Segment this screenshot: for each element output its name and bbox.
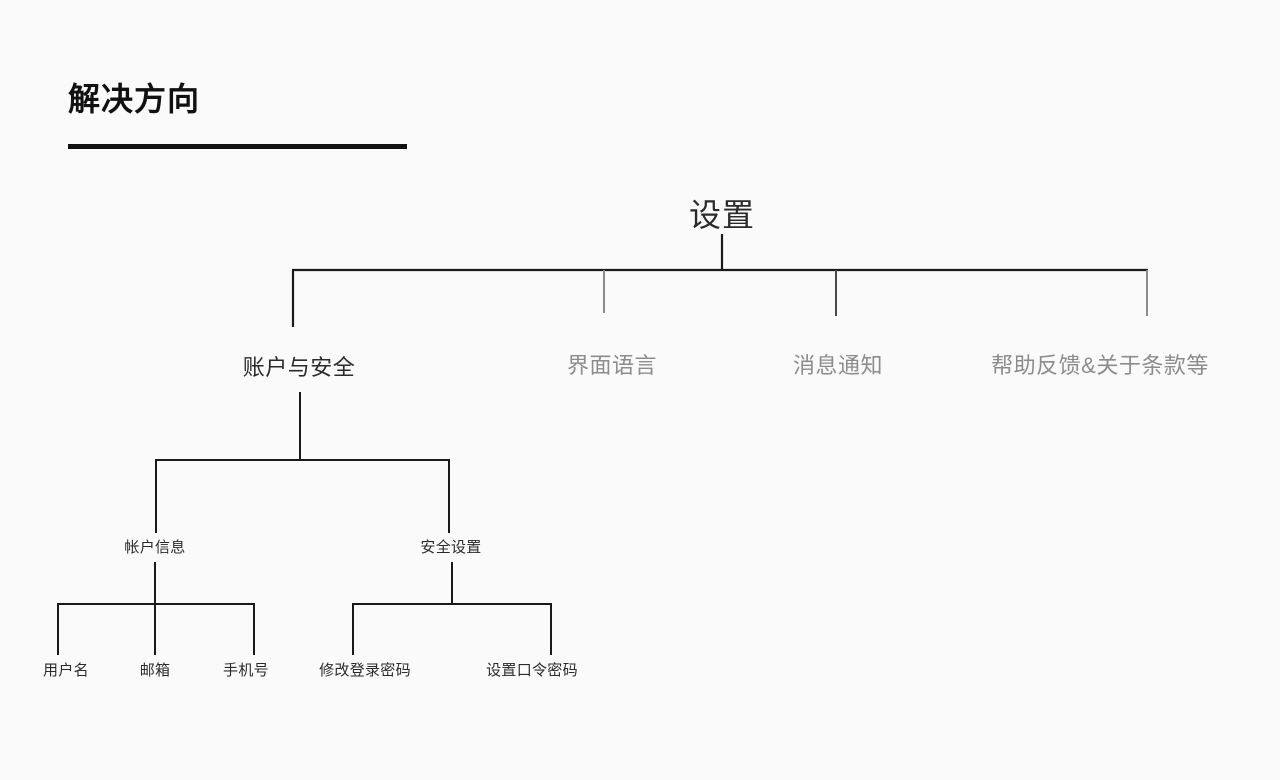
tree-node-notifications[interactable]: 消息通知 — [792, 353, 884, 378]
tree-node-change-login-password[interactable]: 修改登录密码 — [319, 662, 411, 679]
tree-node-security-settings[interactable]: 安全设置 — [420, 539, 482, 556]
tree-node-root[interactable]: 设置 — [688, 197, 756, 233]
title-underline-rule — [68, 144, 407, 149]
tree-node-phone-number[interactable]: 手机号 — [223, 662, 269, 679]
page-title: 解决方向 — [68, 81, 201, 117]
tree-node-account-info[interactable]: 帐户信息 — [124, 539, 186, 556]
tree-node-help-feedback-terms[interactable]: 帮助反馈&关于条款等 — [991, 353, 1209, 378]
page-title-block: 解决方向 — [68, 78, 407, 149]
tree-node-set-pin-password[interactable]: 设置口令密码 — [486, 662, 578, 679]
tree-node-email[interactable]: 邮箱 — [139, 662, 171, 679]
tree-node-username[interactable]: 用户名 — [43, 662, 89, 679]
tree-node-account-security[interactable]: 账户与安全 — [242, 355, 356, 380]
tree-node-interface-language[interactable]: 界面语言 — [566, 353, 658, 378]
